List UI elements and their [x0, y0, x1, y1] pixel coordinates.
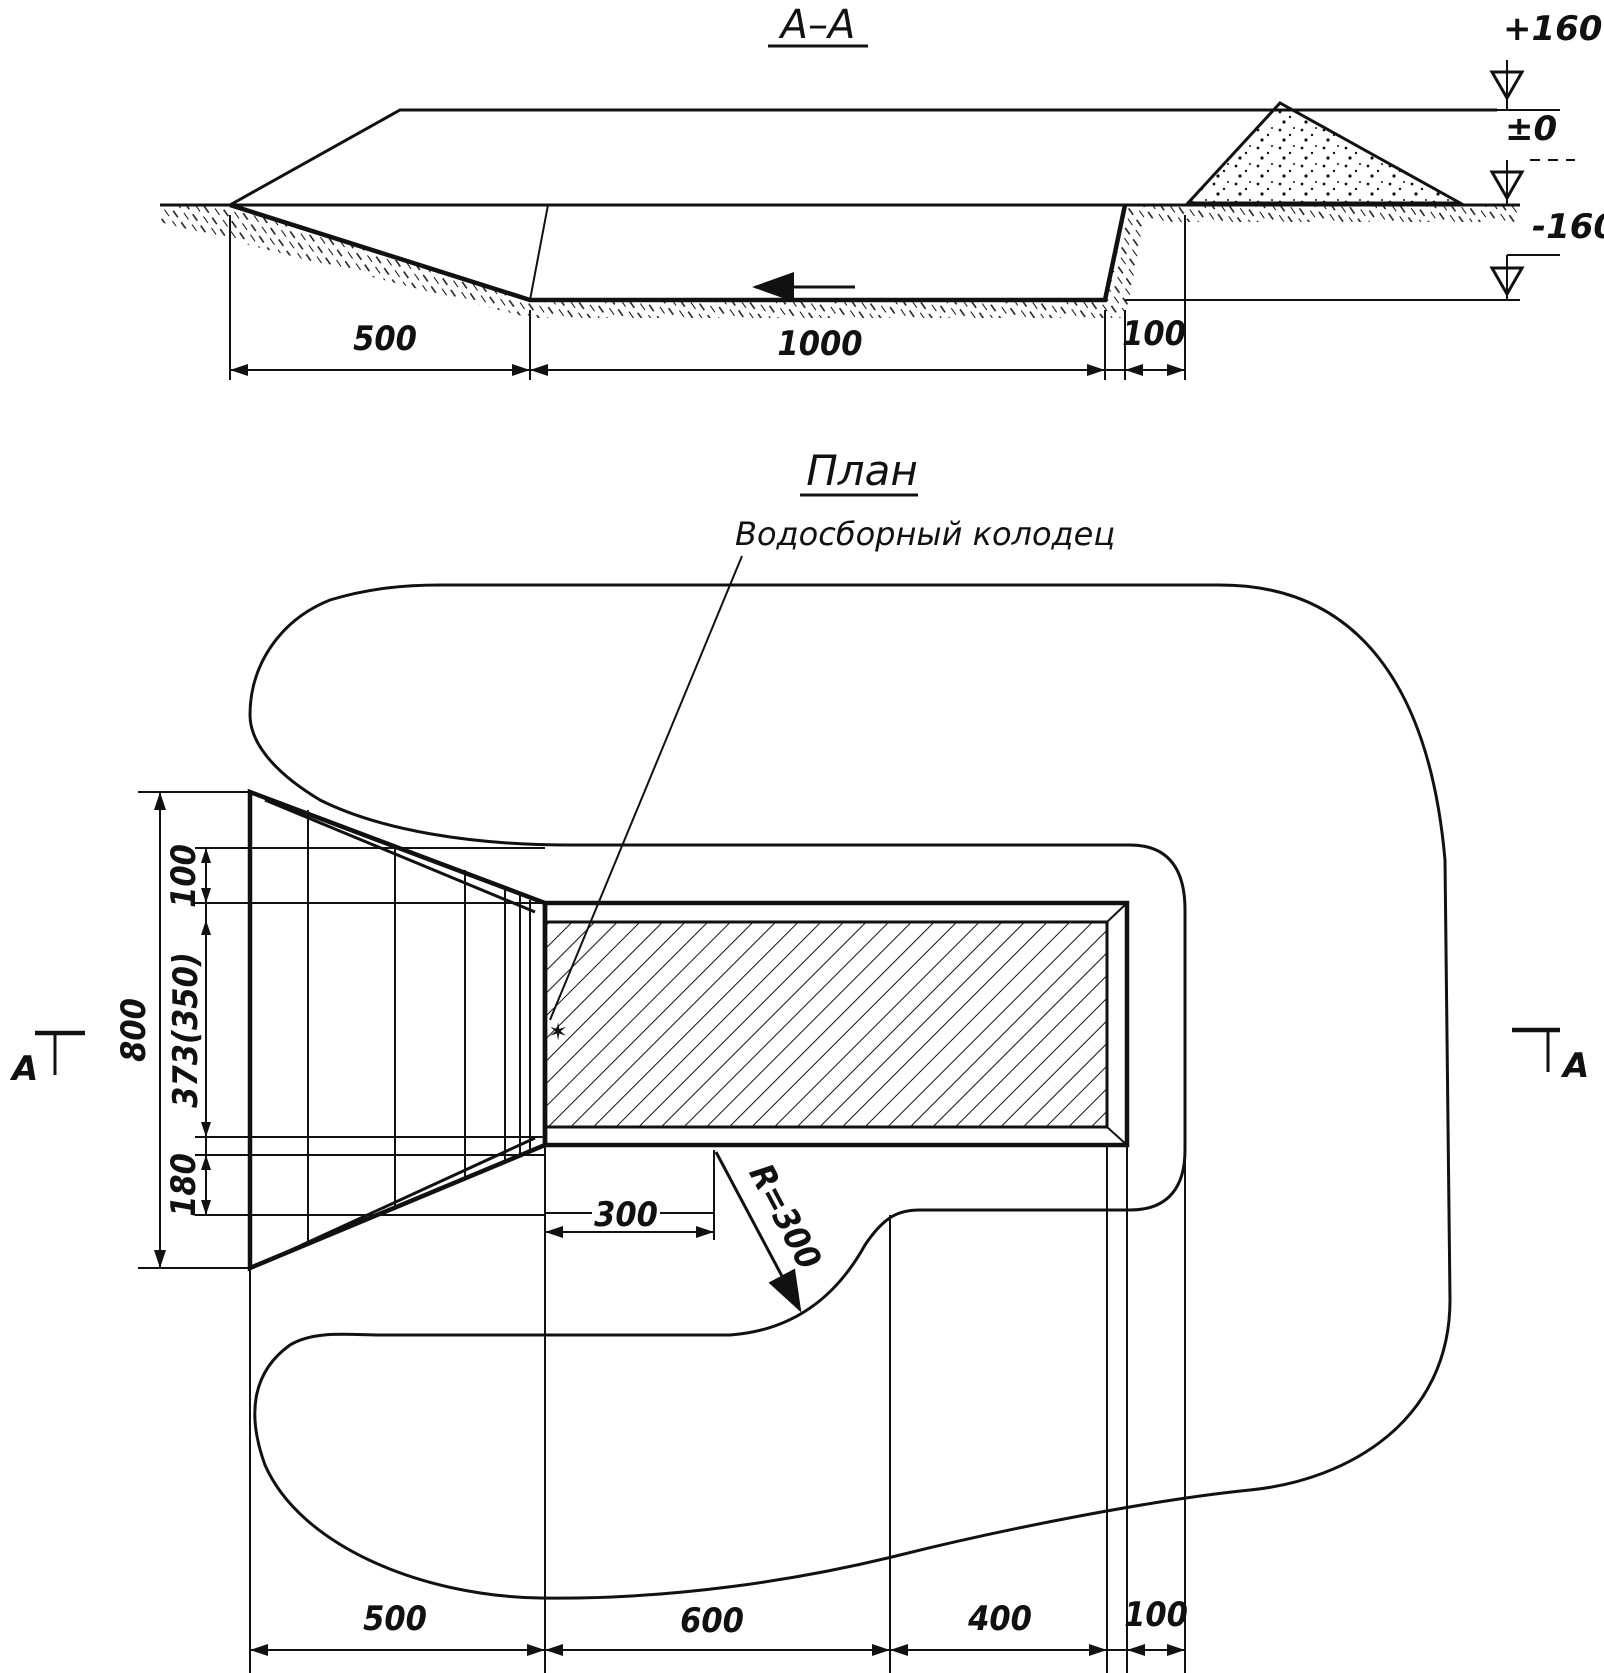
ramp-edge-bottom-inner — [264, 1136, 536, 1264]
plan-view: План Водосборный колодец ✶ A — [9, 446, 1589, 1673]
soil-hatch-left — [160, 205, 530, 318]
callout-label: Водосборный колодец — [735, 515, 1115, 553]
dim-total-height: 800 — [114, 998, 154, 1062]
section-dim-slope: 500 — [353, 319, 417, 359]
section-dim-bottom: 1000 — [777, 324, 862, 364]
dim-pit-length: 600 — [680, 1601, 744, 1641]
soil-hatch-right — [1105, 205, 1520, 318]
well-axis-line — [529, 204, 549, 301]
embankment-outline — [229, 108, 1497, 207]
pit-hatched-floor — [543, 920, 1109, 1129]
section-dim-wall: 100 — [1122, 314, 1186, 354]
plan-title: План — [806, 446, 918, 495]
plan-radius-dimension: R=300 — [714, 1151, 829, 1313]
plan-horizontal-dimensions: 500 600 400 100 — [249, 1145, 1188, 1673]
dim-ramp-length: 500 — [363, 1599, 427, 1639]
ramp-slope-lines — [307, 810, 531, 1245]
spoil-contour — [248, 583, 1452, 1600]
cut-right-label: A — [1560, 1046, 1589, 1086]
dim-middle-band: 373(350) — [166, 952, 206, 1108]
cut-mark-right: A — [1512, 1027, 1589, 1086]
level-zero-label: ±0 — [1505, 109, 1557, 149]
spoil-heap — [1184, 101, 1466, 205]
cut-left-label: A — [9, 1049, 38, 1089]
soil-hatch-bottom — [530, 300, 1105, 318]
dim-wall-length: 100 — [1124, 1595, 1188, 1635]
section-title: A–A — [778, 2, 856, 48]
section-a-a: A–A +160 ±0 -160 — [160, 2, 1604, 380]
dim-offset: 300 — [594, 1195, 658, 1235]
plan-vertical-dimensions: 800 100 373(350) 180 — [114, 791, 545, 1269]
cut-mark-left: A — [9, 1030, 85, 1089]
dim-top-band: 100 — [164, 844, 204, 908]
well-mark: ✶ — [548, 1018, 568, 1046]
ramp-edge-top-inner — [264, 798, 536, 914]
level-marks: +160 ±0 -160 — [1125, 9, 1604, 301]
dim-bottom-band: 180 — [164, 1153, 204, 1217]
plan-offset-dimension: 300 — [545, 1150, 715, 1240]
level-bottom-label: -160 — [1532, 207, 1604, 247]
level-top-label: +160 — [1503, 9, 1602, 49]
dim-radius: R=300 — [741, 1158, 829, 1277]
dim-extra-length: 400 — [967, 1599, 1032, 1639]
section-dimensions: 500 1000 100 — [229, 215, 1186, 380]
ramp-outline — [247, 788, 548, 1272]
